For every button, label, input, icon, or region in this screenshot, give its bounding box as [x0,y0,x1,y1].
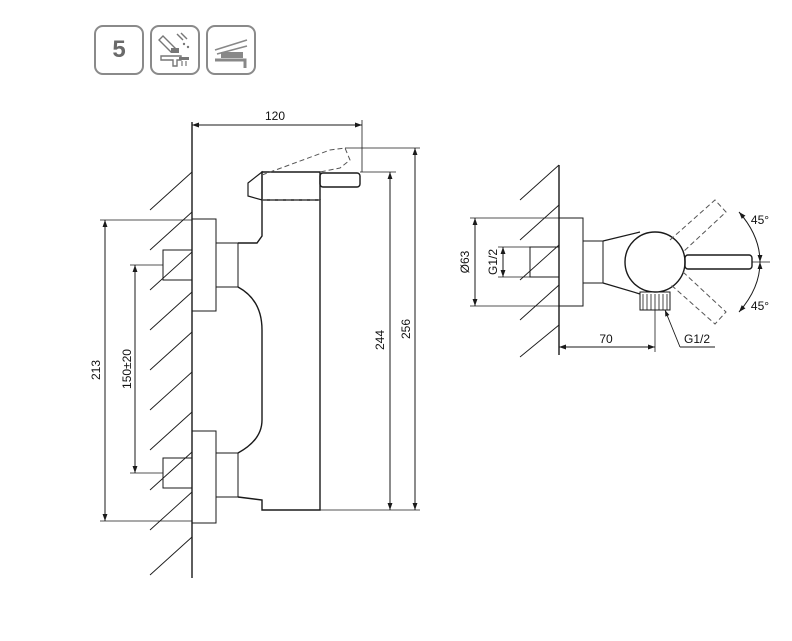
cartridge-cap [247,170,263,201]
depth-label: 70 [599,332,613,346]
angle-arc-up [738,211,763,263]
height-213-label: 213 [89,360,103,380]
angle-down-label: 45° [751,299,769,313]
outlet-thread-label: G1/2 [684,332,710,346]
side-lever-alt-positions [669,199,727,325]
side-connector-stub [529,246,560,278]
water-saving-aerator-icon [150,25,200,75]
mixer-body [237,199,321,511]
lever-handle [319,172,361,188]
side-ball [624,231,686,293]
height-244-label: 244 [373,330,387,350]
wall-hatching [149,171,193,576]
side-lever [684,254,753,270]
front-view [100,120,420,578]
lower-inlet-pipe [215,452,239,498]
lower-connector-stub [162,457,193,489]
side-wall-hatching [519,164,560,358]
outlet-leader [664,309,681,348]
upper-flange [191,218,217,312]
upper-inlet-pipe [215,242,239,288]
flow-class-badge: 5 [94,25,144,75]
lever-alt-position [261,147,351,201]
flow-class-number: 5 [112,36,126,63]
angle-arc-down [738,261,763,313]
side-view [470,164,770,358]
cartridge [261,171,321,200]
outlet-thread-marks [642,294,668,310]
single-lever-mixer-icon [206,25,256,75]
side-neck [582,240,604,284]
height-256-label: 256 [399,319,413,339]
side-flange [558,217,584,307]
inlet-thread-label: G1/2 [486,249,500,275]
badge-row: 5 [94,25,256,77]
width-label: 120 [265,109,285,123]
spacing-label: 150±20 [120,349,134,389]
angle-up-label: 45° [751,213,769,227]
diameter-label: Ø63 [458,250,472,273]
lower-flange [191,430,217,524]
